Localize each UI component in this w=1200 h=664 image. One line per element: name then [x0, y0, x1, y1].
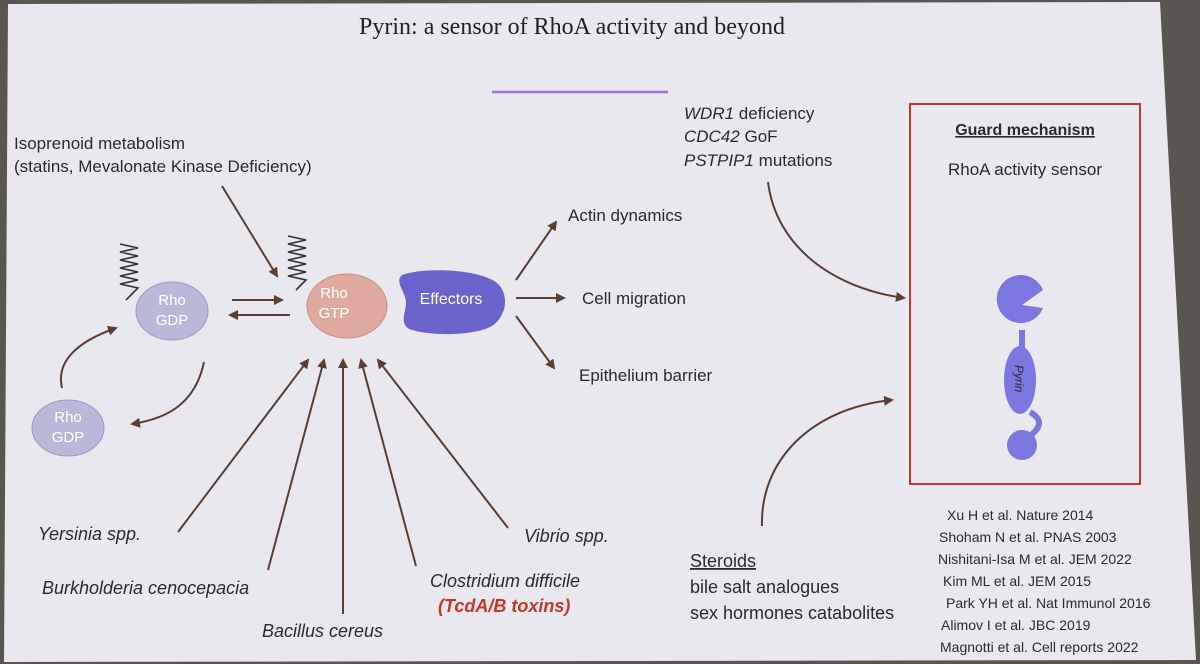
page-title: Pyrin: a sensor of RhoA activity and bey…: [359, 14, 785, 40]
output-cell-migration: Cell migration: [582, 289, 686, 308]
mutation-wdr1: WDR1 deficiency: [684, 104, 815, 123]
isoprenoid-title: Isoprenoid metabolism: [14, 134, 185, 153]
yersinia-arrow: [177, 358, 310, 533]
rho-gdp-membrane: [135, 281, 209, 341]
pathogen-clostridium: Clostridium difficile: [430, 571, 580, 591]
wdr1-effect: deficiency: [739, 104, 815, 123]
reference: Alimov I et al. JBC 2019: [941, 617, 1091, 633]
gene-cdc42: CDC42: [684, 127, 740, 146]
vibrio-arrow: [376, 358, 509, 529]
pathogen-yersinia: Yersinia spp.: [38, 524, 141, 544]
rho-gtp-state: GTP: [319, 305, 350, 322]
steroids-heading: Steroids: [690, 551, 756, 571]
rho-gtp-label: Rho: [320, 285, 348, 302]
pyrin-body-icon: [1004, 346, 1036, 414]
guard-subtitle: RhoA activity sensor: [948, 160, 1102, 179]
rho-gtp: [306, 273, 388, 339]
actin-arrow: [515, 220, 558, 281]
steroids-arrow: [760, 395, 894, 527]
rho-gdp-membrane-state: GDP: [156, 312, 189, 329]
effectors-shape: [399, 270, 506, 335]
mutations-arrow: [767, 181, 906, 302]
pathogen-vibrio: Vibrio spp.: [524, 526, 609, 546]
slide-background: [4, 2, 1196, 662]
pathogen-burkholderia: Burkholderia cenocepacia: [42, 578, 249, 598]
output-epithelium-barrier: Epithelium barrier: [579, 366, 713, 385]
steroids-sex-hormones: sex hormones catabolites: [690, 603, 894, 623]
rho-gdp-cytosol-state: GDP: [52, 429, 85, 446]
lipid-anchor-icon: [119, 243, 140, 301]
burkholderia-arrow: [267, 358, 327, 571]
rho-gdp-cytosol-label: Rho: [54, 409, 82, 426]
reference: Nishitani-Isa M et al. JEM 2022: [938, 551, 1132, 567]
effectors-label: Effectors: [420, 291, 483, 308]
pyrin-label: Pyrin: [1012, 365, 1026, 393]
pyrin-bbox-icon: [1007, 430, 1037, 460]
pstpip1-effect: mutations: [759, 151, 833, 170]
isoprenoid-detail: (statins, Mevalonate Kinase Deficiency): [14, 157, 312, 176]
mutation-pstpip1: PSTPIP1 mutations: [684, 151, 832, 170]
isoprenoid-arrow: [221, 185, 279, 278]
barrier-arrow: [515, 315, 556, 370]
output-actin-dynamics: Actin dynamics: [568, 206, 682, 225]
membrane-recruitment-arrow: [59, 325, 118, 389]
pathogen-bacillus: Bacillus cereus: [262, 621, 383, 641]
guard-heading: Guard mechanism: [955, 122, 1095, 139]
steroids-bile-salts: bile salt analogues: [690, 577, 839, 597]
reference: Park YH et al. Nat Immunol 2016: [946, 595, 1151, 611]
reference: Magnotti et al. Cell reports 2022: [940, 639, 1139, 655]
membrane-extraction-arrow: [130, 361, 205, 428]
reference: Shoham N et al. PNAS 2003: [939, 529, 1117, 545]
pyrin-domain-icon: [996, 275, 1043, 323]
clostridium-arrow: [358, 358, 417, 567]
gene-wdr1: WDR1: [684, 104, 734, 123]
rho-gdp-cytosol: [31, 399, 105, 457]
guard-box: [909, 103, 1141, 485]
lipid-anchor-icon: [287, 235, 308, 291]
reference: Xu H et al. Nature 2014: [947, 507, 1094, 523]
gene-pstpip1: PSTPIP1: [684, 151, 754, 170]
clostridium-toxins: (TcdA/B toxins): [438, 596, 570, 616]
pyrin-tail-icon: [1028, 409, 1042, 439]
mutation-cdc42: CDC42 GoF: [684, 127, 778, 146]
reference: Kim ML et al. JEM 2015: [943, 573, 1091, 589]
cdc42-effect: GoF: [744, 127, 777, 146]
rho-gdp-membrane-label: Rho: [158, 292, 186, 309]
